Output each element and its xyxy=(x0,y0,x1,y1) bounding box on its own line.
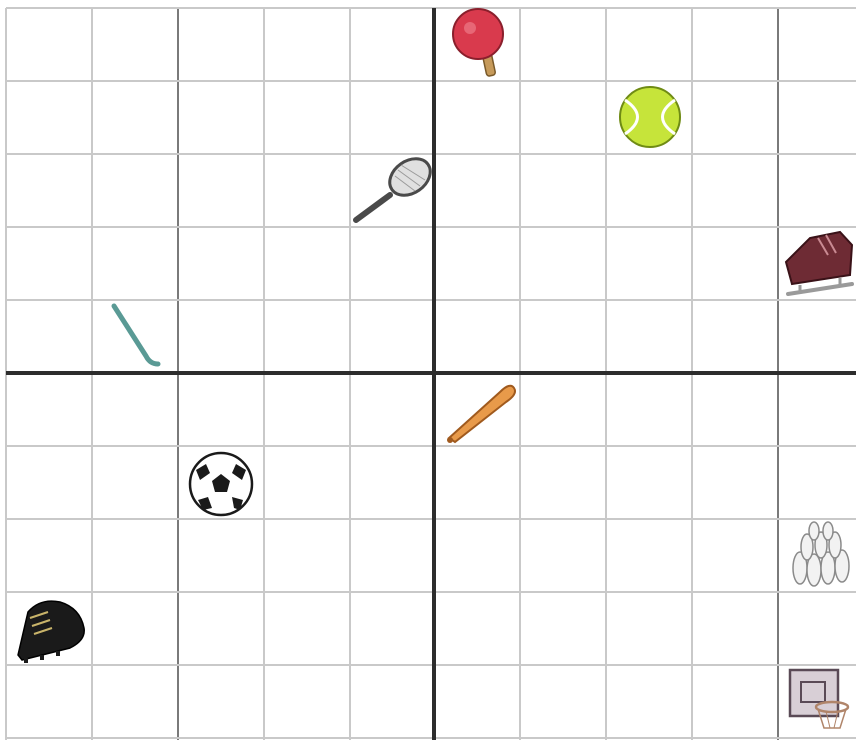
soccer-ball-icon xyxy=(190,453,252,515)
tennis-ball-icon xyxy=(620,87,680,147)
